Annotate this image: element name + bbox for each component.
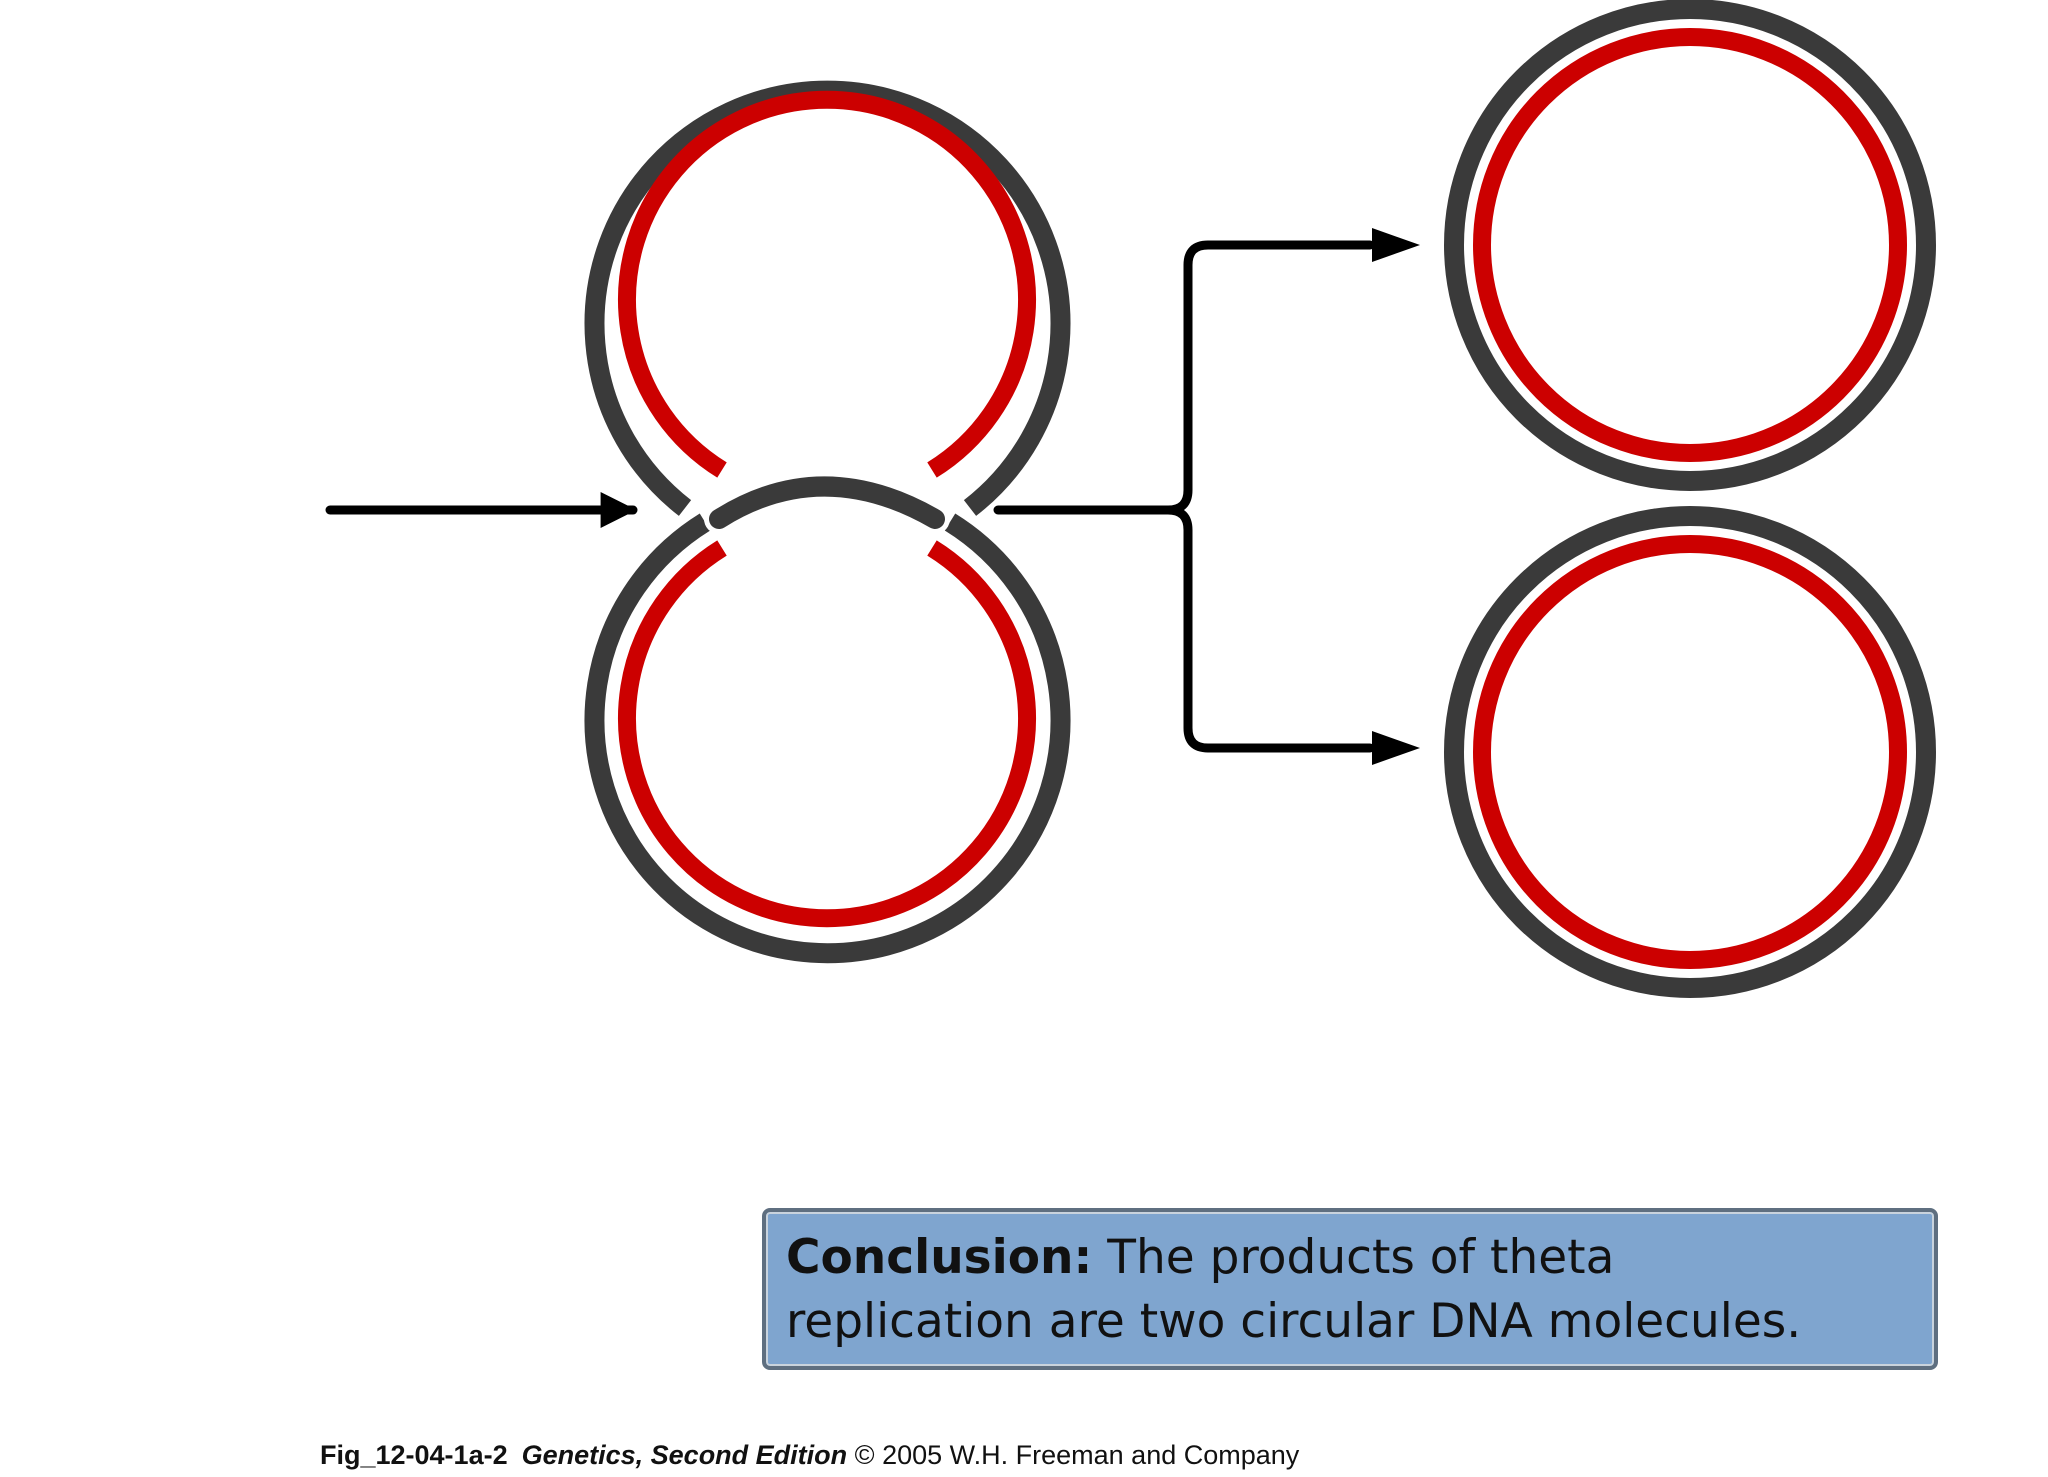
new-strand-bottom: [618, 540, 1036, 928]
new-strand: [1473, 535, 1907, 969]
parental-strand: [1444, 0, 1936, 491]
product-dna-circle-1: [1444, 0, 1936, 491]
conclusion-line-1: Conclusion: The products of theta: [786, 1226, 1914, 1290]
product-dna-circle-2: [1444, 506, 1936, 998]
copyright: © 2005 W.H. Freeman and Company: [854, 1440, 1300, 1470]
conclusion-box: Conclusion: The products of theta replic…: [762, 1208, 1938, 1370]
arrowhead-top: [1372, 228, 1420, 262]
new-strand-top: [618, 90, 1036, 478]
conclusion-text-1: The products of theta: [1092, 1230, 1615, 1285]
parental-strand-middle: [709, 476, 945, 529]
figure-id: Fig_12-04-1a-2: [320, 1440, 508, 1470]
branching-arrow: [993, 240, 1375, 753]
theta-top-loop: [584, 80, 1071, 516]
new-strand: [1473, 28, 1907, 462]
theta-bottom-loop: [584, 513, 1071, 964]
figure-caption: Fig_12-04-1a-2 Genetics, Second Edition ©…: [320, 1440, 1299, 1476]
parental-strand-top: [584, 80, 1071, 516]
book-title: Genetics, Second Edition: [521, 1440, 848, 1470]
conclusion-label: Conclusion:: [786, 1230, 1093, 1285]
parental-strand: [1444, 506, 1936, 998]
parental-strand-bottom: [584, 513, 1071, 964]
arrowhead-bottom: [1372, 731, 1420, 765]
conclusion-line-2: replication are two circular DNA molecul…: [786, 1294, 1802, 1349]
